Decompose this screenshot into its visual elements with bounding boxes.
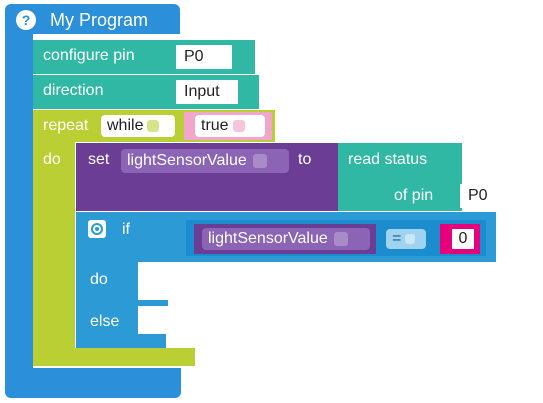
direction-field[interactable]: Input <box>176 80 238 104</box>
condition-dropdown[interactable]: true <box>195 115 265 137</box>
repeat-label: repeat <box>43 117 89 134</box>
configure-pin-label: configure pin <box>43 47 135 64</box>
program-title: My Program <box>50 10 149 30</box>
read-status-block[interactable] <box>338 143 462 211</box>
chevron-down-icon <box>147 120 160 132</box>
direction-label: direction <box>43 82 104 99</box>
if-label: if <box>122 221 130 238</box>
program-rail <box>5 30 33 390</box>
set-label: set <box>88 151 110 168</box>
variable-dropdown[interactable]: lightSensorValue <box>121 149 289 173</box>
repeat-mode-dropdown[interactable]: while <box>101 115 175 137</box>
if-footer <box>76 334 166 348</box>
of-pin-label: of pin <box>394 187 434 204</box>
condition-value: true <box>201 117 229 134</box>
variable-name: lightSensorValue <box>127 152 247 169</box>
operator-value: = <box>392 230 402 247</box>
if-rail <box>76 212 138 348</box>
operator-dropdown[interactable]: = <box>386 229 426 249</box>
read-pin-field[interactable]: P0 <box>460 184 526 208</box>
chevron-down-icon <box>252 154 267 168</box>
number-field[interactable]: 0 <box>452 229 474 249</box>
to-label: to <box>298 151 312 168</box>
gear-icon[interactable] <box>88 220 106 238</box>
pin-field[interactable]: P0 <box>176 45 232 69</box>
repeat-mode-value: while <box>107 117 144 134</box>
read-status-label: read status <box>348 151 428 168</box>
else-label: else <box>90 313 120 330</box>
chevron-down-icon <box>232 120 245 132</box>
chevron-down-icon <box>333 232 348 246</box>
if-else-divider <box>76 300 168 306</box>
compare-variable-dropdown[interactable]: lightSensorValue <box>202 228 370 250</box>
help-icon[interactable]: ? <box>16 10 36 30</box>
compare-variable-name: lightSensorValue <box>208 230 328 247</box>
program-footer <box>5 368 181 398</box>
repeat-rail <box>33 142 75 364</box>
chevron-down-icon <box>405 234 416 244</box>
repeat-footer <box>33 348 195 366</box>
repeat-do-label: do <box>43 151 61 168</box>
if-do-label: do <box>90 271 108 288</box>
